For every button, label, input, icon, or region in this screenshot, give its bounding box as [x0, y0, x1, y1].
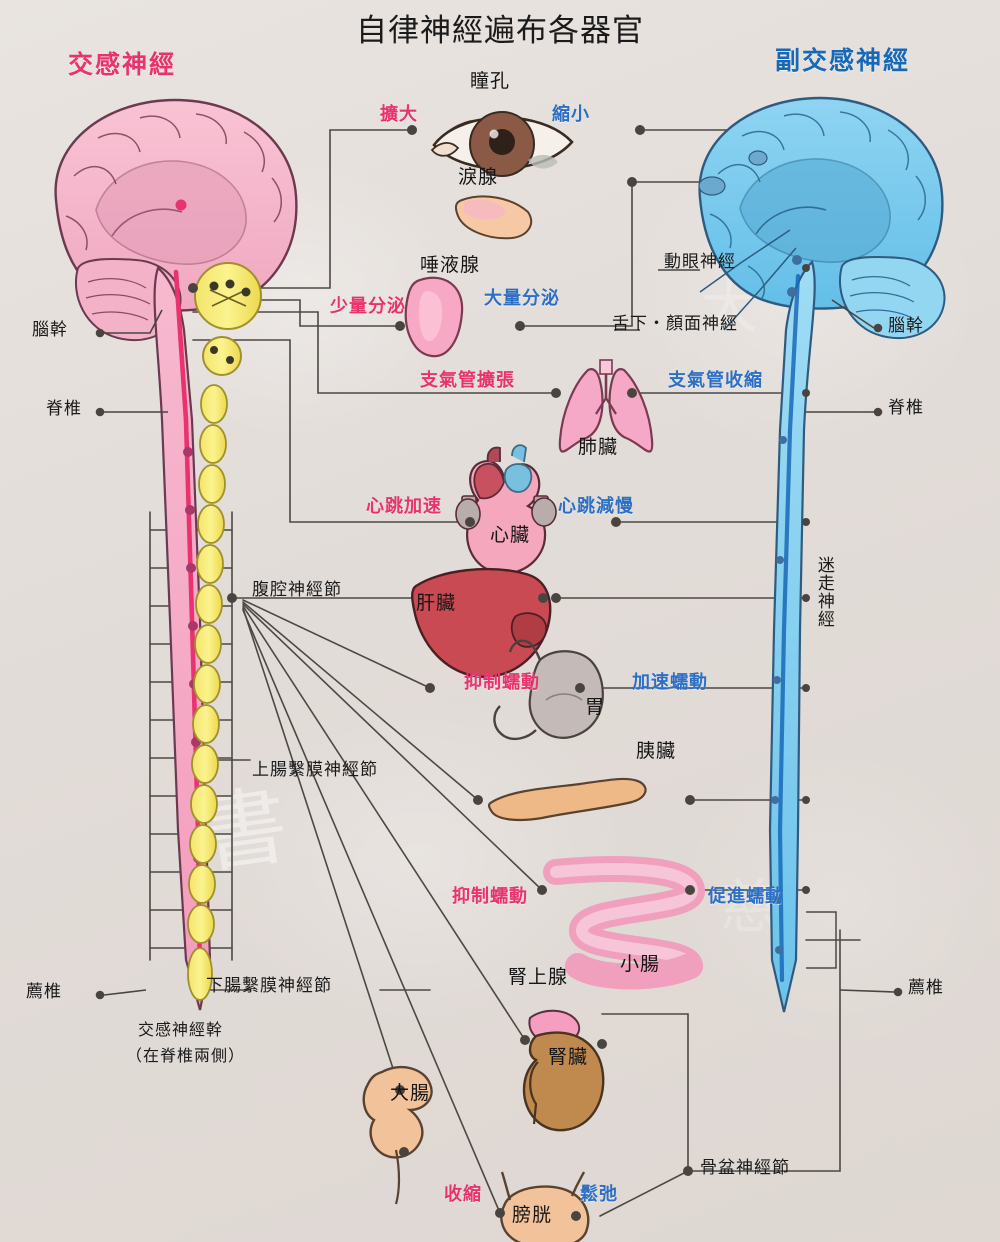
- organ-eye-illustration: [430, 111, 574, 177]
- label-hypoglossal-facial-nerve: 舌下・顏面神經: [612, 314, 738, 334]
- label-brainstem-right: 腦幹: [888, 316, 924, 336]
- sympathetic-effect-stomach: 抑制蠕動: [464, 672, 540, 693]
- organ-label-kidney: 腎臟: [548, 1046, 589, 1068]
- label-sacrum-right: 薦椎: [908, 978, 944, 998]
- label-spine-right: 脊椎: [888, 398, 924, 418]
- connector-nodes: [188, 125, 810, 1221]
- sympathetic-trunk-chain: [187, 262, 262, 1001]
- heading-sympathetic: 交感神經: [68, 50, 177, 79]
- organ-bladder-illustration: [500, 1171, 590, 1242]
- label-oculomotor-nerve: 動眼神經: [664, 252, 736, 272]
- sympathetic-effect-bladder: 收縮: [444, 1184, 482, 1205]
- organ-small-intestine-illustration: [543, 856, 705, 990]
- sympathetic-effect-lungs: 支氣管擴張: [420, 370, 515, 391]
- parasympathetic-effect-lungs: 支氣管收縮: [668, 370, 763, 391]
- heading-parasympathetic: 副交感神經: [775, 46, 911, 75]
- organ-label-large-intestine: 大腸: [390, 1082, 431, 1104]
- organ-stomach-illustration: [493, 639, 604, 741]
- organ-kidney-illustration: [522, 1009, 605, 1132]
- organ-label-adrenal-gland: 腎上腺: [508, 966, 569, 988]
- pointer-leaders: [95, 269, 903, 1000]
- organ-salivary-gland-illustration: [404, 276, 464, 358]
- organ-label-salivary-gland: 唾液腺: [420, 254, 481, 276]
- organ-label-heart: 心臟: [490, 524, 531, 546]
- organ-label-stomach: 胃: [585, 696, 606, 718]
- sympathetic-effect-pupil: 擴大: [380, 104, 418, 125]
- organ-lacrimal-gland-illustration: [454, 195, 533, 240]
- organ-label-liver: 肝臟: [416, 592, 457, 614]
- organ-heart-illustration: [455, 444, 557, 575]
- sympathetic-brain-illustration: [54, 98, 298, 1011]
- parasympathetic-effect-small-intestine: 促進蠕動: [708, 886, 784, 907]
- organ-label-pancreas: 胰臟: [636, 740, 677, 762]
- label-sacrum-left: 薦椎: [26, 982, 62, 1002]
- organ-label-lacrimal-gland: 淚腺: [458, 166, 499, 188]
- parasympathetic-effect-salivary-gland: 大量分泌: [484, 288, 560, 309]
- sympathetic-effect-heart: 心跳加速: [366, 496, 442, 517]
- organ-large-intestine-illustration: [362, 1065, 433, 1205]
- parasympathetic-effect-bladder: 鬆弛: [580, 1184, 618, 1205]
- parasympathetic-effect-heart: 心跳減慢: [558, 496, 634, 517]
- parasympathetic-effect-pupil: 縮小: [552, 104, 590, 125]
- label-sympathetic-trunk-line2: （在脊椎兩側）: [126, 1046, 246, 1065]
- organ-label-lungs: 肺臟: [578, 436, 619, 458]
- organ-label-small-intestine: 小腸: [620, 953, 661, 975]
- organ-label-bladder: 膀胱: [512, 1204, 553, 1226]
- sympathetic-effect-small-intestine: 抑制蠕動: [452, 886, 528, 907]
- organ-liver-illustration: [411, 567, 552, 679]
- sympathetic-effect-salivary-gland: 少量分泌: [330, 296, 406, 317]
- page-title: 自律神經遍布各器官: [356, 13, 644, 49]
- parasympathetic-brain-illustration: [698, 96, 946, 1013]
- organ-pancreas-illustration: [487, 777, 647, 822]
- label-pelvic-ganglion: 骨盆神經節: [700, 1158, 790, 1178]
- label-brainstem-left: 腦幹: [32, 320, 68, 340]
- label-sympathetic-trunk-line1: 交感神經幹: [138, 1020, 224, 1039]
- label-vagus-nerve: 迷走神經: [813, 556, 834, 628]
- label-superior-mesenteric-ganglion: 上腸繫膜神經節: [252, 760, 378, 780]
- organ-lungs-illustration: [558, 359, 654, 453]
- parasympathetic-effect-stomach: 加速蠕動: [632, 672, 708, 693]
- label-celiac-ganglion: 腹腔神經節: [252, 580, 342, 600]
- organ-label-pupil: 瞳孔: [470, 70, 511, 92]
- label-spine-left: 脊椎: [46, 399, 82, 419]
- label-inferior-mesenteric-ganglion: 下腸繫膜神經節: [206, 976, 332, 996]
